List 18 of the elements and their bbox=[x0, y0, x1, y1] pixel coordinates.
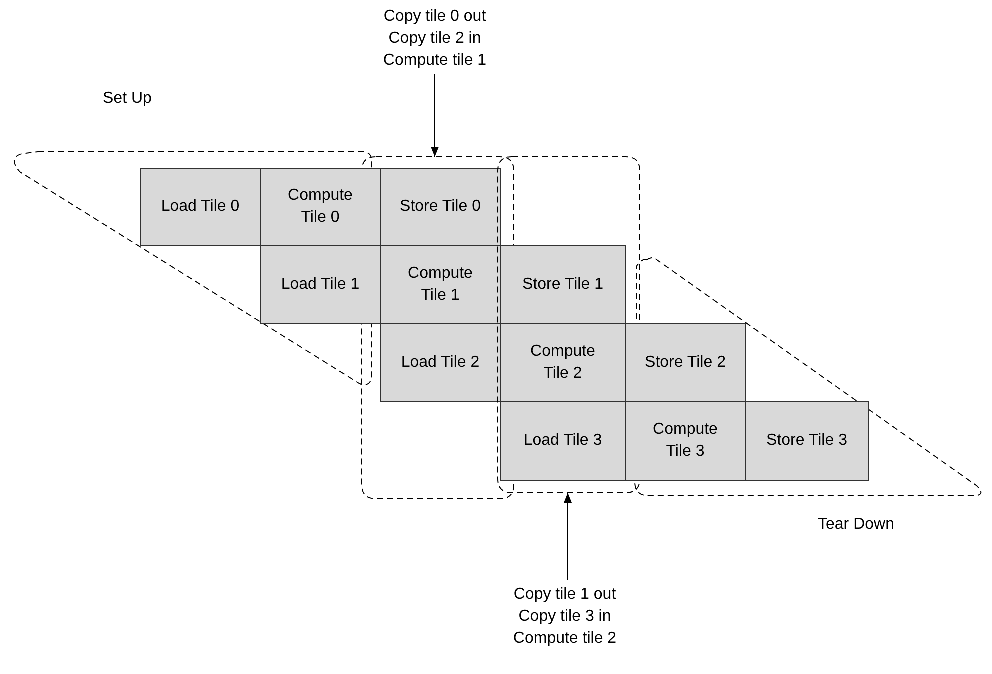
pipeline-stage-box: Compute Tile 0 bbox=[260, 168, 381, 246]
pipeline-stage-box: Compute Tile 1 bbox=[380, 245, 501, 324]
pipeline-stage-box: Load Tile 1 bbox=[260, 245, 381, 324]
annotation-text: Copy tile 0 out Copy tile 2 in Compute tile 1 bbox=[370, 6, 500, 74]
pipeline-stage-box: Compute Tile 2 bbox=[500, 323, 626, 402]
pipeline-stage-box: Store Tile 0 bbox=[380, 168, 501, 246]
region-label: Set Up bbox=[103, 89, 152, 109]
annotation-text: Copy tile 1 out Copy tile 3 in Compute tile 2 bbox=[500, 584, 630, 664]
pipeline-stage-box: Compute Tile 3 bbox=[625, 401, 746, 481]
arrow bbox=[431, 74, 439, 158]
pipeline-stage-box: Store Tile 2 bbox=[625, 323, 746, 402]
region-label: Tear Down bbox=[818, 515, 894, 535]
pipeline-stage-box: Load Tile 0 bbox=[140, 168, 261, 246]
pipeline-stage-box: Load Tile 3 bbox=[500, 401, 626, 481]
arrow bbox=[564, 492, 572, 580]
pipeline-stage-box: Load Tile 2 bbox=[380, 323, 501, 402]
pipeline-stage-box: Store Tile 1 bbox=[500, 245, 626, 324]
pipeline-stage-box: Store Tile 3 bbox=[745, 401, 869, 481]
